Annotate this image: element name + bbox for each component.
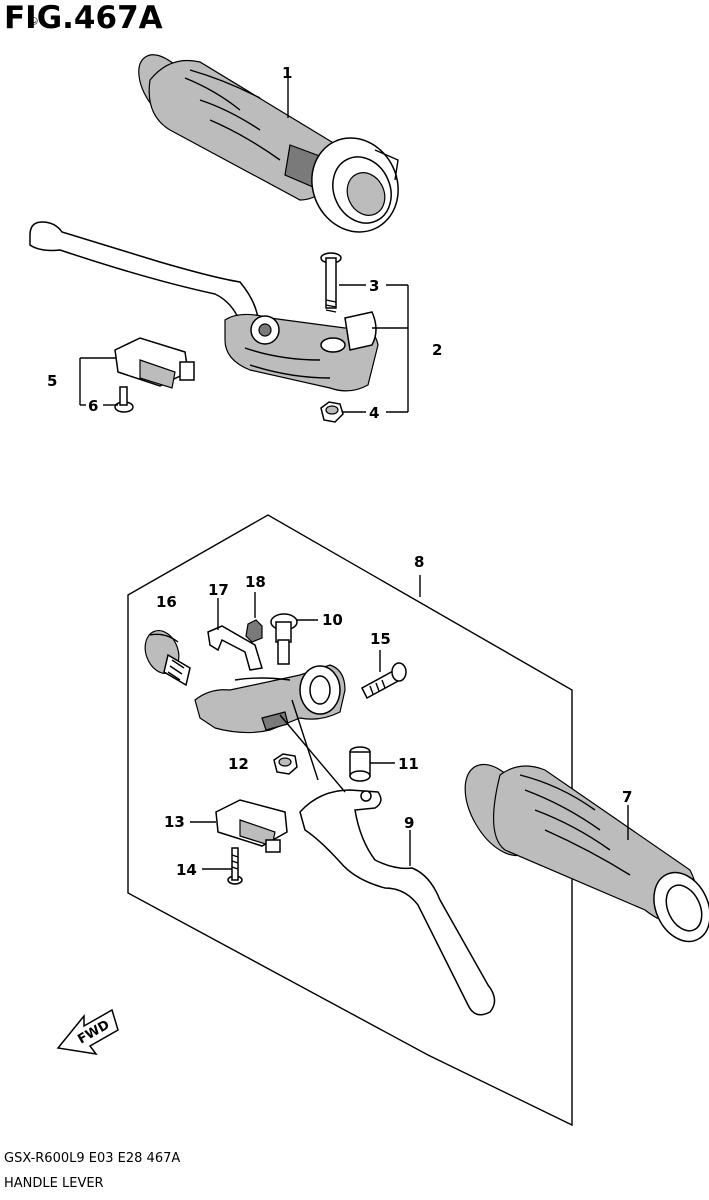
callout-11: 11 (398, 755, 419, 773)
part-2-lever-upper (29, 221, 379, 392)
callout-1: 1 (282, 64, 292, 82)
section-name: HANDLE LEVER (4, 1176, 104, 1191)
callout-4: 4 (369, 404, 379, 422)
callout-13: 13 (164, 813, 185, 831)
part-13-lever-switch (215, 799, 288, 853)
callout-7: 7 (622, 788, 632, 806)
callout-6: 6 (88, 397, 98, 415)
callout-10: 10 (322, 611, 343, 629)
callout-18: 18 (245, 573, 266, 591)
part-14-screw (227, 847, 243, 885)
part-11-bushing (349, 746, 371, 782)
part-15-mounting-bolt (361, 662, 407, 700)
part-6-screw (114, 386, 134, 413)
callout-5: 5 (47, 372, 57, 390)
part-8-assembly-boundary (127, 514, 573, 1127)
part-12-nut (273, 753, 298, 775)
part-1-throttle-grip (138, 54, 399, 233)
callout-15: 15 (370, 630, 391, 648)
part-7-handlebar-grip (464, 763, 709, 943)
forward-direction-arrow (56, 1008, 119, 1056)
leader-lines-lower (190, 592, 629, 870)
callout-14: 14 (176, 861, 197, 879)
part-9-lever (299, 789, 496, 1016)
callout-2: 2 (432, 341, 442, 359)
callout-9: 9 (404, 814, 414, 832)
part-10-pivot-bolt (270, 613, 298, 665)
callout-12: 12 (228, 755, 249, 773)
leader-lines-upper (79, 78, 409, 413)
callout-16: 16 (156, 593, 177, 611)
part-18-small-screw (245, 619, 263, 643)
lever-holder (194, 664, 346, 734)
part-17-bracket (207, 625, 263, 671)
model-code: GSX-R600L9 E03 E28 467A (4, 1151, 181, 1166)
callout-8: 8 (414, 553, 424, 571)
part-16-adjuster-knob (144, 630, 191, 687)
callout-3: 3 (369, 277, 379, 295)
part-5-lever-switch (114, 337, 195, 389)
part-4-nut (320, 401, 344, 423)
callout-17: 17 (208, 581, 229, 599)
part-3-pivot-bolt (320, 252, 346, 353)
figure-title: FIG.467A (4, 0, 163, 36)
